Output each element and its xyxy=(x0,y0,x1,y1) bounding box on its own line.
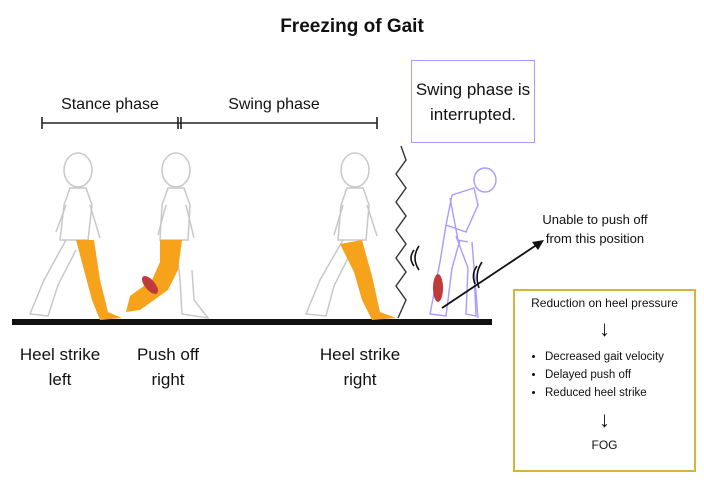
label-line: right xyxy=(151,370,185,389)
page-title: Freezing of Gait xyxy=(280,16,424,37)
fog-summary-box: Reduction on heel pressure ↓ Decreased g… xyxy=(513,289,696,472)
elderly-figure-freezing xyxy=(429,167,497,319)
phase-bracket xyxy=(41,117,378,129)
stance-phase-label: Stance phase xyxy=(61,96,159,113)
callout-line-1: Swing phase is xyxy=(415,80,531,99)
list-item: Reduced heel strike xyxy=(545,384,664,402)
factor-list: Decreased gait velocity Delayed push off… xyxy=(529,348,664,402)
swing-phase-label: Swing phase xyxy=(228,96,320,113)
label-push-off-right: Push off right xyxy=(118,342,218,392)
label-heel-strike-right: Heel strike right xyxy=(305,342,415,392)
down-arrow-icon: ↓ xyxy=(599,407,610,432)
push-off-arrow xyxy=(441,240,544,309)
down-arrow-icon: ↓ xyxy=(599,316,610,341)
child-figure-heel-strike-right xyxy=(304,152,396,320)
fog-result: FOG xyxy=(591,438,618,452)
note-line-2: from this position xyxy=(545,231,645,246)
callout-line-2: interrupted. xyxy=(430,105,516,124)
list-item: Decreased gait velocity xyxy=(545,348,664,366)
label-line: Heel strike xyxy=(319,345,401,364)
child-figure-heel-strike-left xyxy=(28,152,122,320)
push-off-note: Unable to push off from this position xyxy=(520,210,670,248)
swing-interrupted-callout: Swing phase is interrupted. xyxy=(411,60,535,143)
label-line: Heel strike xyxy=(19,345,101,364)
zigzag-break xyxy=(395,145,407,319)
tremor-marks xyxy=(410,245,483,289)
ground-line xyxy=(12,319,492,325)
label-line: left xyxy=(48,370,72,389)
note-line-1: Unable to push off xyxy=(542,212,648,227)
label-line: Push off xyxy=(136,345,200,364)
label-heel-strike-left: Heel strike left xyxy=(10,342,110,392)
box-heading: Reduction on heel pressure xyxy=(531,296,678,310)
list-item: Delayed push off xyxy=(545,366,664,384)
child-figure-push-off-right xyxy=(126,152,210,320)
elderly-calf-muscle xyxy=(433,274,443,302)
label-line: right xyxy=(343,370,377,389)
